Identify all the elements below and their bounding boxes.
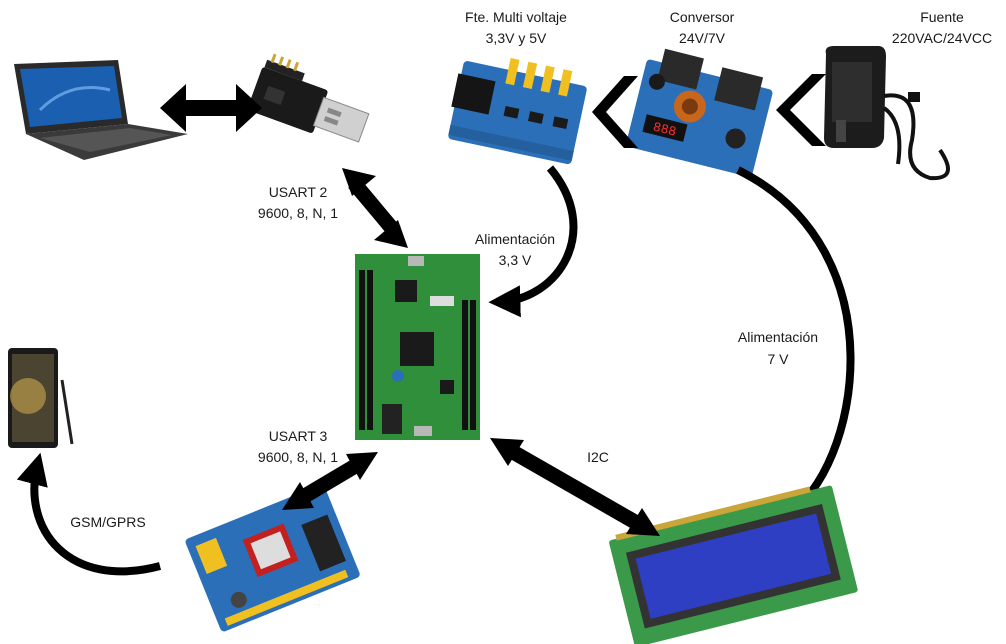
chevron-converter-to-multi (592, 76, 638, 148)
usart2-label: USART 2 (269, 184, 328, 200)
power-7v-label: Alimentación (738, 329, 818, 345)
converter-ratio: 24V/7V (679, 30, 726, 46)
power-33v-label: Alimentación (475, 231, 555, 247)
multi-voltage-supply-icon (448, 57, 587, 165)
gsm-gprs-label: GSM/GPRS (70, 514, 145, 530)
arrow-laptop-usb (160, 84, 262, 132)
chevron-adapter-to-converter (776, 74, 826, 146)
buck-converter-icon: 888 (626, 48, 773, 177)
power-7v-value: 7 V (767, 351, 789, 367)
gsm-module-icon (185, 484, 360, 632)
i2c-label: I2C (587, 449, 609, 465)
multi-supply-voltages: 3,3V y 5V (486, 30, 547, 46)
arrow-power-33v (488, 165, 578, 318)
arrow-power-7v (736, 166, 855, 522)
arrow-stm32-lcd (490, 438, 660, 536)
converter-title: Conversor (670, 9, 735, 25)
multi-supply-title: Fte. Multi voltaje (465, 9, 567, 25)
source-rating: 220VAC/24VCC (892, 30, 992, 46)
arrow-usb-stm32 (342, 168, 408, 248)
smartphone-icon (8, 348, 74, 448)
power-adapter-icon (824, 46, 950, 181)
arrow-gsm-stm32 (282, 452, 378, 510)
usart3-label: USART 3 (269, 428, 328, 444)
source-title: Fuente (920, 9, 964, 25)
power-33v-value: 3,3 V (499, 252, 532, 268)
laptop-icon (14, 60, 188, 160)
usart2-params: 9600, 8, N, 1 (258, 205, 338, 221)
usart3-params: 9600, 8, N, 1 (258, 449, 338, 465)
lcd-2004-i2c-icon (609, 485, 858, 644)
usb-ttl-adapter-icon (247, 53, 370, 143)
svg-text:888: 888 (651, 119, 677, 139)
stm32-discovery-board-icon (355, 254, 480, 440)
arrow-gsm-phone (16, 452, 162, 576)
